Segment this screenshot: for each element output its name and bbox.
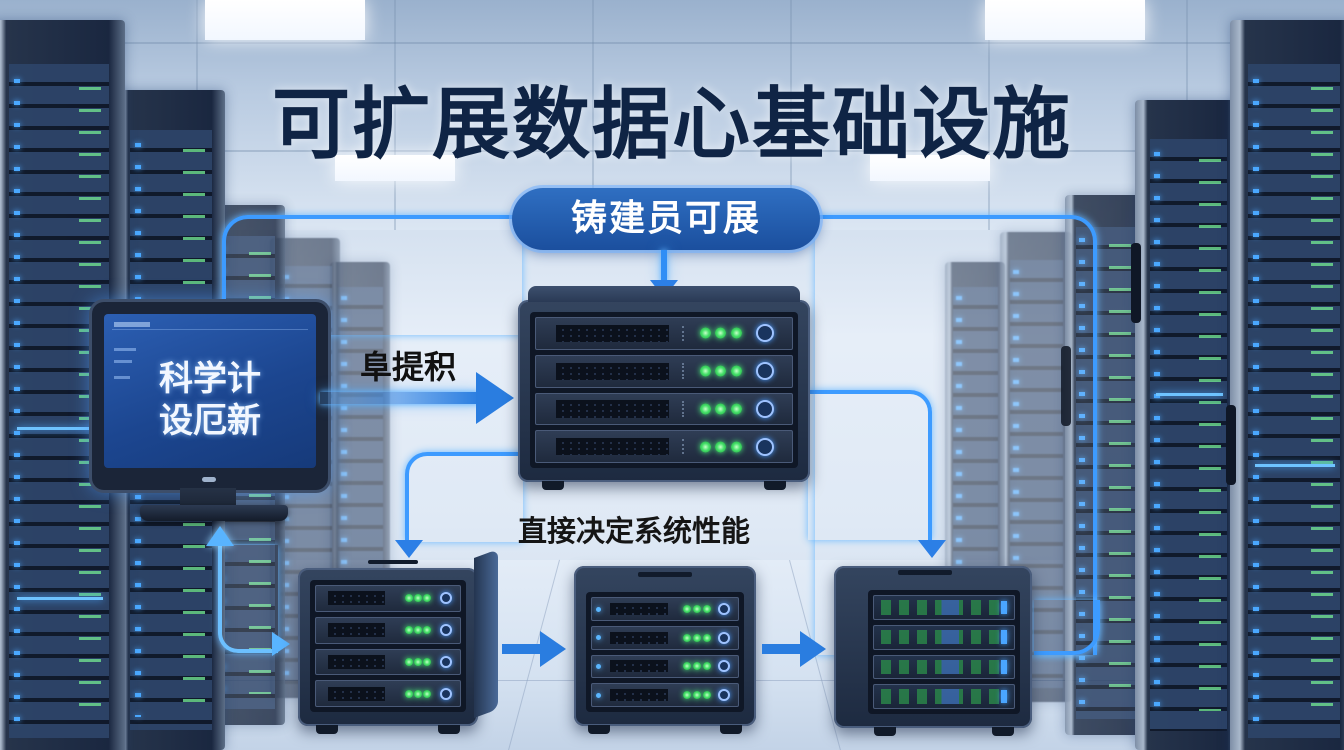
center-caption: 直接决定系统性能 — [518, 514, 751, 548]
monitor-logo-icon — [202, 477, 216, 482]
server-rack — [1226, 20, 1344, 750]
server-bay — [535, 430, 793, 463]
connector-line-main-to-right — [808, 390, 932, 540]
monitor-line-2: 设厄新 — [159, 401, 261, 441]
power-icon — [756, 324, 775, 343]
arrow-right-icon — [540, 631, 566, 667]
power-icon — [717, 660, 730, 673]
left-server — [298, 549, 498, 734]
server-bay — [535, 354, 793, 388]
ceiling-light — [985, 0, 1145, 40]
server-bay — [535, 317, 793, 350]
power-icon — [756, 437, 775, 456]
server-rack — [1131, 100, 1240, 750]
center-server — [574, 566, 756, 734]
ceiling-light — [870, 155, 990, 181]
ceiling-seam — [0, 150, 1344, 152]
arrow-down-icon — [918, 540, 946, 558]
connector-line-main-to-left — [405, 452, 523, 542]
connector-arrow-shaft — [502, 644, 542, 654]
ceiling-seam — [0, 42, 1344, 44]
monitor-stand — [180, 488, 236, 510]
connector-line-right-return — [1034, 600, 1100, 655]
power-icon — [717, 689, 730, 702]
connector-arrow-shaft — [762, 644, 802, 654]
bottom-label-clipped — [870, 738, 1010, 750]
power-icon — [717, 602, 730, 615]
ceiling-light — [335, 155, 455, 181]
bottom-label-clipped — [590, 738, 730, 750]
connector-line-feedback — [218, 545, 278, 653]
power-icon — [439, 624, 452, 637]
arrow-up-icon — [206, 526, 234, 546]
connector-line — [661, 250, 667, 284]
connector-line-top-left — [222, 215, 522, 335]
power-icon — [717, 631, 730, 644]
connector-line-top-right — [815, 215, 1097, 655]
top-node-pill: 铸建员可展 — [512, 188, 820, 250]
power-icon — [439, 592, 452, 605]
arrow-right-icon — [476, 372, 514, 424]
power-icon — [756, 362, 775, 381]
monitor-screen: 科学计 设厄新 — [104, 314, 316, 468]
power-icon — [439, 655, 452, 668]
monitor-line-1: 科学计 — [159, 359, 261, 399]
bottom-label-clipped — [285, 738, 453, 750]
server-rack — [1061, 195, 1145, 735]
power-icon — [439, 687, 452, 700]
arrow-right-icon — [272, 632, 290, 656]
monitor-text: 科学计 设厄新 — [104, 358, 316, 442]
page-title: 可扩展数据心基础设施 — [271, 80, 1072, 170]
ceiling-light — [205, 0, 365, 40]
main-server — [518, 286, 810, 490]
monitor-base — [140, 505, 288, 521]
arrow-right-icon — [800, 631, 826, 667]
right-server — [834, 566, 1032, 736]
connector-arrow-shaft — [320, 392, 480, 404]
monitor: 科学计 设厄新 — [92, 302, 328, 490]
power-icon — [756, 399, 775, 418]
arrow-label: 阜提积 — [360, 348, 457, 386]
server-rack — [0, 20, 125, 750]
server-bay — [535, 392, 793, 426]
arrow-down-icon — [395, 540, 423, 558]
